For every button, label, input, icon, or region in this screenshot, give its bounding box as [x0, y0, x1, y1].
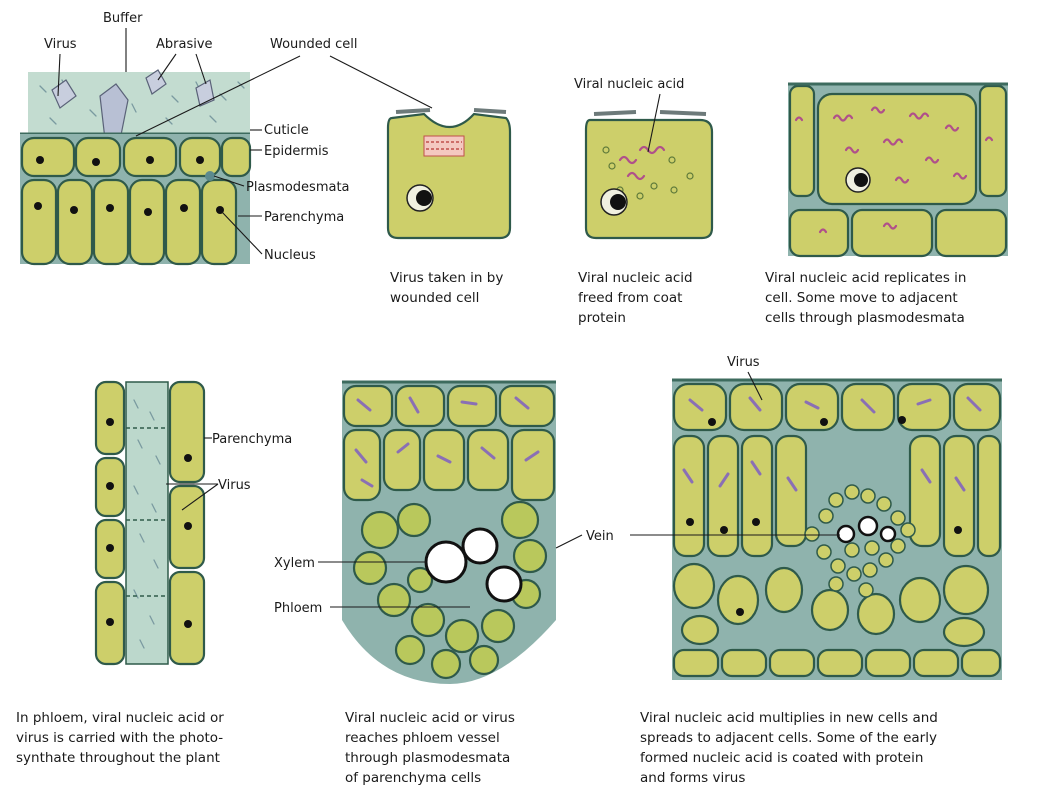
label-virus-leaf: Virus: [727, 355, 760, 370]
xylem-vessel: [838, 526, 854, 542]
plasmodesmata-dot: [205, 171, 215, 181]
caption-phloem-carry: In phloem, viral nucleic acid or virus i…: [16, 708, 224, 768]
label-cuticle: Cuticle: [264, 123, 309, 138]
label-plasmodesmata: Plasmodesmata: [246, 180, 350, 195]
panel-systemic-infection: Virus Vein: [556, 355, 1002, 680]
panel-nucleic-acid-freed: Viral nucleic acid: [574, 77, 712, 238]
nucleus-core: [854, 173, 868, 187]
label-nucleus: Nucleus: [264, 248, 316, 263]
caption-freed: Viral nucleic acid freed from coat prote…: [578, 268, 693, 328]
label-parenchyma-phloem: Parenchyma: [212, 432, 292, 447]
xylem-vessel: [859, 517, 877, 535]
cuticle-fragment: [474, 110, 506, 112]
caption-replicates: Viral nucleic acid replicates in cell. S…: [765, 268, 966, 328]
caption-reaches-phloem: Viral nucleic acid or virus reaches phlo…: [345, 708, 515, 788]
parenchyma-cells: [22, 180, 236, 264]
cuticle-fragment: [594, 112, 636, 114]
virus-particle-cluster: [424, 136, 464, 156]
cuticle-fragment: [396, 110, 430, 112]
label-buffer: Buffer: [103, 11, 143, 26]
label-virus-phloem: Virus: [218, 478, 251, 493]
phloem-sieve-tube: [126, 382, 168, 664]
label-viral-nucleic-acid: Viral nucleic acid: [574, 77, 684, 92]
xylem-vessel: [426, 542, 466, 582]
lower-epidermis-cells: [674, 650, 1000, 676]
nucleus-core: [416, 190, 432, 206]
label-parenchyma-top: Parenchyma: [264, 210, 344, 225]
panel-phloem-transport: Parenchyma Virus: [96, 382, 292, 664]
label-wounded-cell: Wounded cell: [270, 37, 358, 52]
caption-taken-in: Virus taken in by wounded cell: [390, 268, 503, 308]
label-phloem: Phloem: [274, 601, 322, 616]
panel-replication: [788, 84, 1008, 256]
caption-multiplies: Viral nucleic acid multiplies in new cel…: [640, 708, 938, 788]
xylem-vessel: [881, 527, 895, 541]
label-abrasive: Abrasive: [156, 37, 213, 52]
label-virus-top: Virus: [44, 37, 77, 52]
panel-vein-cross-section: Xylem Phloem: [274, 382, 556, 684]
panel-leaf-inoculation: Buffer Virus Abrasive Wounded cell Cutic…: [20, 11, 432, 264]
mesophyll-cells: [344, 430, 554, 500]
panel-wounded-cell: [388, 110, 510, 238]
nucleus-core: [610, 194, 626, 210]
cuticle-fragment: [660, 112, 706, 114]
upper-epidermis-cells: [344, 386, 554, 426]
label-epidermis: Epidermis: [264, 144, 329, 159]
xylem-vessel: [487, 567, 521, 601]
xylem-vessel: [463, 529, 497, 563]
label-vein: Vein: [586, 529, 614, 544]
label-xylem: Xylem: [274, 556, 315, 571]
